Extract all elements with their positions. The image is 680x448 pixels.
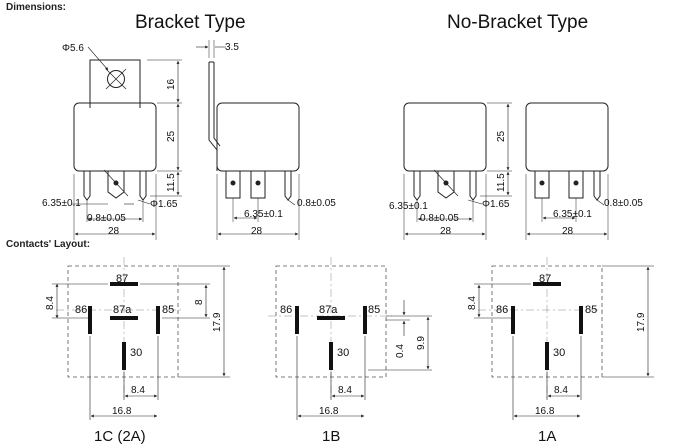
dim-0-4: 0.4 (395, 344, 406, 358)
no-bracket-type-heading: No-Bracket Type (447, 12, 589, 33)
dim-16-8: 16.8 (535, 406, 555, 417)
nobracket-front-view (403, 102, 512, 240)
center-pin (437, 171, 455, 199)
bracket-side-view (196, 40, 300, 240)
relay-body (73, 102, 157, 172)
nobracket-side-view (525, 102, 609, 240)
pin-slot-87 (110, 282, 138, 286)
dim-8-4: 8.4 (467, 296, 478, 310)
dimensions-section-label: Dimensions: (6, 2, 67, 13)
dim-8-4-bottom: 8.4 (338, 385, 352, 396)
relay-body-side (525, 102, 609, 172)
dim-pin-width-side-nb: 6.35±0.1 (553, 209, 592, 220)
dim-16-8: 16.8 (319, 406, 339, 417)
pin-slot-30 (122, 342, 126, 370)
pin-label-86: 86 (496, 304, 508, 316)
bracket-front-view (72, 46, 182, 240)
dim-8: 8 (194, 299, 205, 305)
pin-slot-85 (363, 306, 367, 334)
dim-pin-thickness-side-nb: 0.8±0.05 (604, 198, 643, 209)
dim-9-9: 9.9 (416, 336, 427, 350)
dim-bracket-thickness: 3.5 (225, 42, 239, 53)
dim-hole-diameter: Φ5.6 (62, 43, 84, 54)
dim-17-9: 17.9 (212, 312, 223, 332)
caption-1a: 1A (538, 428, 557, 445)
dim-height-25-nb: 25 (496, 130, 507, 142)
contact-layout-1a (474, 257, 654, 420)
side-pin (469, 171, 477, 201)
dim-width-28-side-nb: 28 (562, 226, 574, 237)
dim-pin-thickness: 0.8±0.05 (87, 213, 126, 224)
dim-width-28-nb: 28 (440, 226, 452, 237)
dim-16-8: 16.8 (112, 406, 132, 417)
bracket-type-heading: Bracket Type (135, 12, 246, 33)
contacts-layout-section-label: Contacts' Layout: (6, 239, 91, 250)
dim-17-9: 17.9 (636, 312, 647, 332)
pin-slot-87a (110, 316, 138, 320)
pin-label-85: 85 (162, 304, 174, 316)
contact-layout-1b (268, 257, 432, 420)
pin-label-87: 87 (116, 273, 128, 285)
pin-label-30: 30 (337, 347, 349, 359)
center-pin (107, 171, 125, 199)
pin-slot-85 (156, 306, 160, 334)
pin-slot-86 (295, 306, 299, 334)
mounting-bracket (89, 59, 141, 108)
dim-pin-hole-nb: Φ1.65 (482, 199, 510, 210)
pin-slot-87 (533, 282, 561, 286)
dim-pin-thickness-nb: 0.8±0.05 (420, 213, 459, 224)
dim-width-28-side: 28 (251, 226, 263, 237)
pin-label-86: 86 (75, 304, 87, 316)
caption-1c-2a: 1C (2A) (94, 428, 146, 445)
dim-height-11-5: 11.5 (166, 173, 177, 192)
dim-8-4-bottom: 8.4 (131, 385, 145, 396)
dim-pin-thickness-side: 0.8±0.05 (297, 198, 336, 209)
pin-slot-86 (88, 306, 92, 334)
dim-8-4-bottom: 8.4 (554, 385, 568, 396)
side-pin (593, 171, 601, 201)
pin-slot-86 (511, 306, 515, 334)
pin-label-87a: 87a (113, 304, 132, 316)
relay-body (403, 102, 487, 172)
pin-slot-87a (317, 316, 345, 320)
relay-body-side (216, 102, 300, 172)
side-bracket (208, 62, 218, 171)
dim-height-16: 16 (166, 78, 177, 90)
dim-width-28: 28 (108, 226, 120, 237)
pin-label-85: 85 (368, 304, 380, 316)
dim-height-11-5-nb: 11.5 (496, 173, 507, 192)
pin-label-85: 85 (585, 304, 597, 316)
dim-pin-width: 6.35±0.1 (42, 198, 81, 209)
bracket-hole (107, 70, 125, 88)
dim-pin-width-nb: 6.35±0.1 (389, 201, 428, 212)
dim-pin-hole: Φ1.65 (150, 199, 178, 210)
dim-8-4: 8.4 (45, 296, 56, 310)
pin-slot-85 (579, 306, 583, 334)
side-pin (284, 171, 292, 201)
pin-slot-30 (545, 342, 549, 370)
pin-label-30: 30 (130, 347, 142, 359)
side-pin (413, 171, 421, 201)
pin-label-87: 87 (539, 273, 551, 285)
pin-slot-30 (329, 342, 333, 370)
pin-label-87a: 87a (319, 304, 338, 316)
side-pin (83, 171, 91, 201)
pin-label-86: 86 (280, 304, 292, 316)
dim-pin-width-side: 6.35±0.1 (244, 209, 283, 220)
contact-layout-1c (52, 257, 230, 420)
caption-1b: 1B (322, 428, 341, 445)
dim-height-25: 25 (166, 130, 177, 142)
side-pin (139, 171, 147, 201)
pin-label-30: 30 (553, 347, 565, 359)
